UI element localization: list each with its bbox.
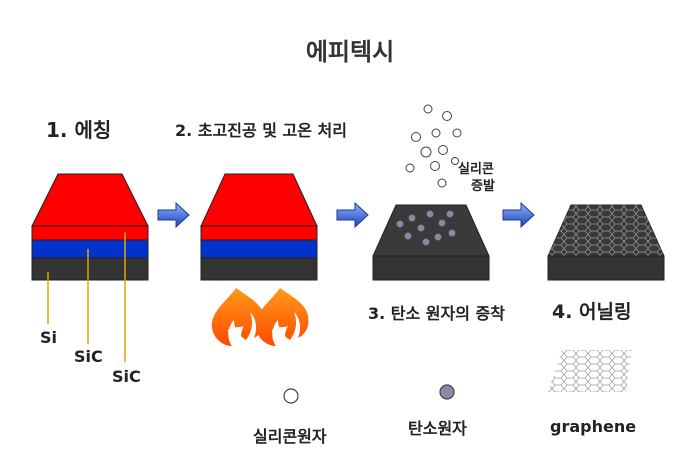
step-3-label: 3. 탄소 원자의 증착 bbox=[368, 304, 505, 323]
layer-label-si: Si bbox=[40, 328, 58, 347]
silicon-evaporation-atoms bbox=[405, 104, 462, 188]
arrow-right-icon bbox=[502, 201, 535, 229]
step-2-label: 2. 초고진공 및 고온 처리 bbox=[175, 121, 347, 140]
legend-silicon-atom-icon bbox=[283, 388, 299, 404]
diagram-title: 에피텍시 bbox=[305, 38, 395, 66]
legend-carbon-label: 탄소원자 bbox=[408, 419, 467, 438]
carbon-atoms bbox=[396, 210, 456, 246]
layer-label-sic-middle: SiC bbox=[74, 347, 103, 366]
block-2-vacuum-heat bbox=[200, 173, 318, 281]
step-1-label: 1. 에칭 bbox=[46, 118, 112, 142]
block-1-etching bbox=[31, 173, 149, 362]
layer-label-sic-top: SiC bbox=[112, 367, 141, 386]
flame-icon bbox=[255, 288, 309, 346]
step-4-label: 4. 어닐링 bbox=[552, 301, 632, 323]
evaporation-label-line1: 실리콘 bbox=[458, 162, 494, 177]
block-4-annealing bbox=[547, 204, 665, 281]
legend-graphene-icon bbox=[548, 350, 632, 392]
legend-silicon-label: 실리콘원자 bbox=[253, 427, 327, 446]
legend-graphene-label: graphene bbox=[550, 417, 637, 436]
legend-carbon-atom-icon bbox=[439, 384, 455, 400]
block-3-carbon-deposition bbox=[372, 204, 490, 281]
arrow-right-icon bbox=[157, 201, 190, 229]
arrow-right-icon bbox=[336, 201, 369, 229]
flame-icon bbox=[211, 288, 265, 346]
evaporation-label-line2: 증발 bbox=[471, 179, 495, 194]
